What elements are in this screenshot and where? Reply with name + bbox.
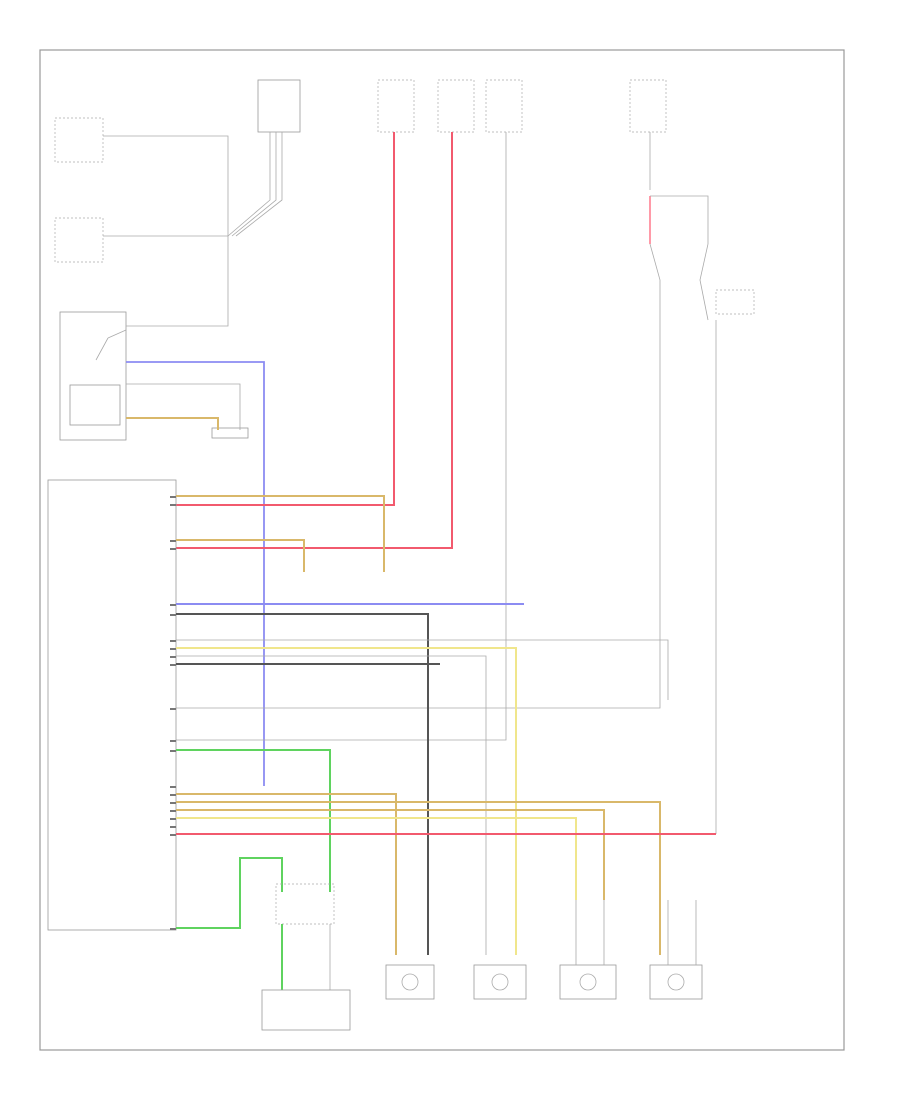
wire-yellow-rr xyxy=(176,817,577,900)
transaxle-range-inner xyxy=(69,384,121,426)
wire-rr-leads xyxy=(575,900,605,965)
wire-tan-ground-2 xyxy=(176,539,305,572)
wire-green-pump-2 xyxy=(176,857,283,929)
wire-speed-signal xyxy=(103,135,229,237)
wire-green-pump-1 xyxy=(176,749,331,892)
wire-red-power-2 xyxy=(176,132,453,549)
fuse-d-box xyxy=(629,79,667,133)
wire-brake-feed xyxy=(650,195,709,244)
wire-yellow-rf-sensor xyxy=(176,647,517,955)
wheel-sensor-icon xyxy=(385,964,435,1000)
wire-gray-rf xyxy=(176,639,669,700)
wire-lr-leads xyxy=(667,900,697,965)
wire-harness-c xyxy=(235,132,283,237)
wire-gray-fuse-c xyxy=(176,132,507,741)
auto-trans-control-box xyxy=(54,117,104,163)
wheel-sensor-icon xyxy=(559,964,617,1000)
switch-icon xyxy=(95,329,127,361)
pump-relay-box xyxy=(275,883,335,925)
vehicle-speed-sensor-box xyxy=(54,217,104,263)
control-module-box xyxy=(47,479,177,931)
wire-range-1 xyxy=(126,236,229,327)
fuse-c-box xyxy=(485,79,523,133)
control-module-pins xyxy=(170,496,176,930)
wire-harness-a xyxy=(227,132,271,237)
wire-tan-lr xyxy=(176,801,661,955)
wire-range-2 xyxy=(126,383,241,430)
wheel-sensor-icon xyxy=(649,964,703,1000)
wire-tan-lf xyxy=(176,793,397,955)
fuse-a-box xyxy=(377,79,415,133)
wire-red-power-1 xyxy=(176,132,395,506)
wire-tan-ground-1 xyxy=(176,495,385,572)
wire-service-light xyxy=(176,320,661,709)
wire-tan-range xyxy=(126,417,219,430)
fuse-b-box xyxy=(437,79,475,133)
wire-dgray-lf-sensor xyxy=(176,613,429,955)
connector-icon xyxy=(211,427,249,439)
wire-harness-b xyxy=(231,132,277,237)
wire-tan-rr xyxy=(176,809,605,900)
diagram-frame xyxy=(39,49,845,1051)
pump-motor-box xyxy=(261,989,351,1031)
wire-gray-rf-2 xyxy=(176,655,487,955)
brake-switch-1 xyxy=(649,243,661,320)
brake-switch-2 xyxy=(699,243,709,321)
vehicle-interface-connector xyxy=(257,79,301,133)
brake-switch-box xyxy=(715,289,755,315)
wire-blue-range xyxy=(126,361,265,786)
wheel-sensor-icon xyxy=(473,964,527,1000)
